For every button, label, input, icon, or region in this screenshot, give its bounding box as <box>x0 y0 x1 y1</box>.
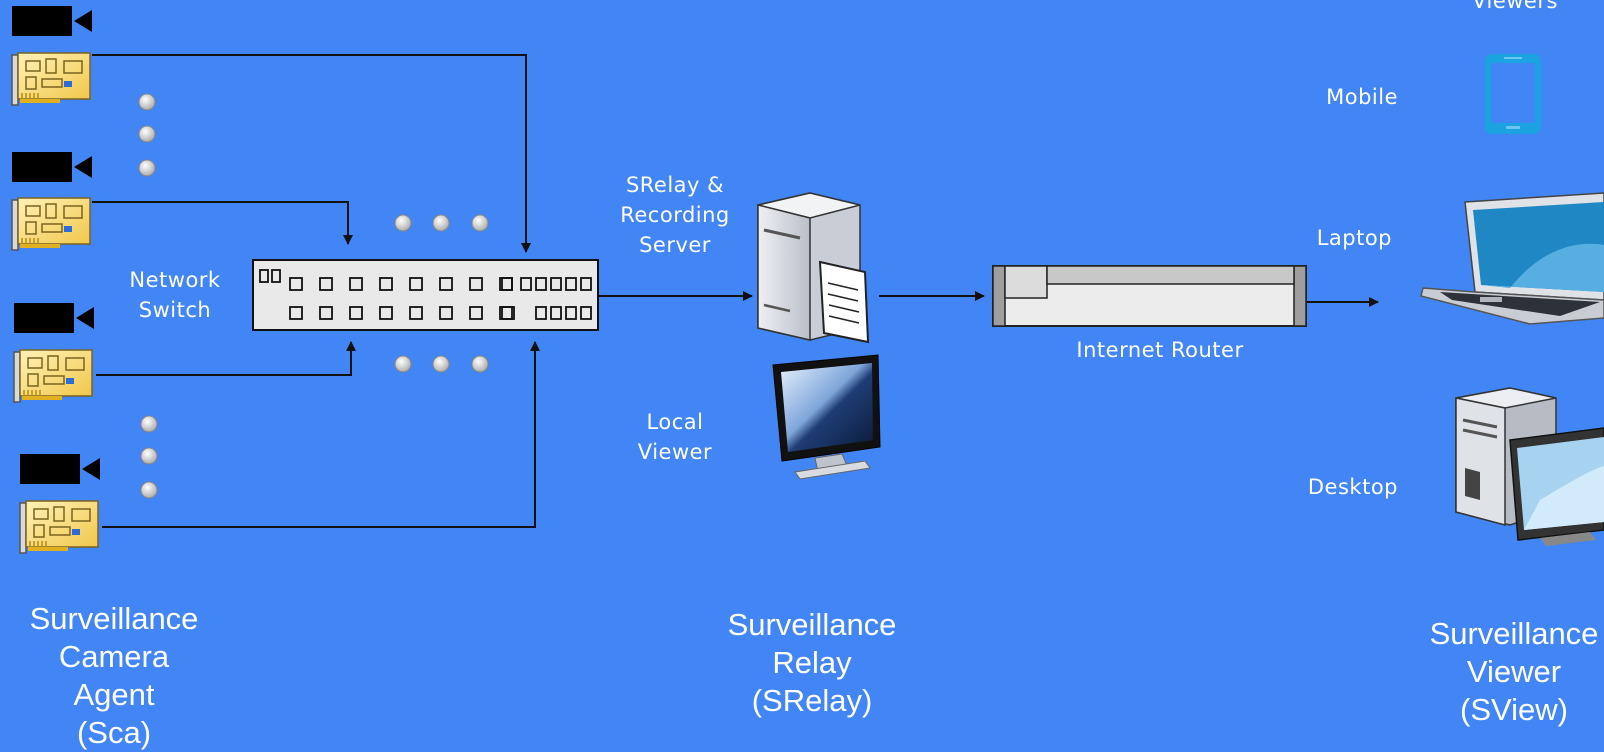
switch-port <box>535 277 547 291</box>
sca-title-line: Agent <box>73 677 155 712</box>
local-viewer-label: Local Viewer <box>620 407 730 467</box>
network-switch-label-line: Switch <box>138 298 212 322</box>
switch-port <box>550 277 562 291</box>
video-camera-icon <box>12 6 92 36</box>
monitor-icon <box>772 354 881 480</box>
srelay-section-title: Surveillance Relay (SRelay) <box>712 606 912 720</box>
sview-title-line: (SView) <box>1460 692 1568 727</box>
switch-port <box>501 277 513 291</box>
srelay-server-label-line: Server <box>639 233 711 257</box>
desktop-label: Desktop <box>1307 475 1398 499</box>
switch-port <box>289 277 303 291</box>
switch-port <box>520 277 532 291</box>
switch-port <box>379 306 393 320</box>
network-switch-label: Network Switch <box>115 265 235 325</box>
srelay-server-label: SRelay & Recording Server <box>605 170 745 260</box>
switch-port <box>550 306 562 320</box>
sca-title-line: Surveillance <box>29 601 199 636</box>
capture-card-icon <box>11 197 91 251</box>
switch-port <box>349 277 363 291</box>
network-switch-icon <box>252 259 599 331</box>
server-icon <box>757 192 870 344</box>
local-viewer-label-line: Local <box>646 410 704 434</box>
laptop-label: Laptop <box>1316 226 1392 250</box>
switch-port <box>379 277 393 291</box>
laptop-icon <box>1420 192 1604 325</box>
switch-port <box>501 306 515 320</box>
card1-to-switch-line <box>92 54 531 253</box>
video-camera-icon <box>20 454 100 484</box>
switch-port <box>319 306 333 320</box>
card3-to-switch-line <box>96 341 356 376</box>
switch-port <box>469 306 483 320</box>
switch-port <box>439 306 453 320</box>
switch-port <box>580 306 592 320</box>
srelay-server-label-line: Recording <box>620 203 730 227</box>
sview-section-title: Surveillance Viewer (SView) <box>1414 615 1604 729</box>
sview-title-line: Surveillance <box>1429 616 1599 651</box>
sca-section-title: Surveillance Camera Agent (Sca) <box>14 600 214 752</box>
capture-card-icon <box>13 349 93 403</box>
capture-card-icon <box>19 500 99 554</box>
srelay-title-line: Surveillance <box>727 607 897 642</box>
switch-port <box>289 306 303 320</box>
video-camera-icon <box>12 152 92 182</box>
switch-port <box>319 277 333 291</box>
switch-port <box>565 277 577 291</box>
local-viewer-label-line: Viewer <box>637 440 713 464</box>
srelay-title-line: Relay <box>772 645 852 680</box>
ellipsis-dots-icon <box>394 214 489 232</box>
switch-port <box>409 277 423 291</box>
connection-lines <box>92 54 1379 528</box>
sca-title-line: Camera <box>58 639 170 674</box>
mobile-label: Mobile <box>1326 85 1398 109</box>
tablet-icon <box>1485 54 1541 134</box>
srelay-title-line: (SRelay) <box>751 683 873 718</box>
network-switch-label-line: Network <box>129 268 221 292</box>
capture-card-icon <box>11 52 91 106</box>
ellipsis-dots-icon <box>140 415 158 499</box>
router-icon <box>992 265 1307 327</box>
switch-port <box>409 306 423 320</box>
card2-to-switch-line <box>92 201 353 245</box>
switch-port <box>439 277 453 291</box>
switch-port <box>565 306 577 320</box>
viewers-heading: Viewers <box>1472 0 1558 13</box>
video-camera-icon <box>14 303 94 333</box>
ellipsis-dots-icon <box>394 355 489 373</box>
desktop-computer-icon <box>1455 387 1604 546</box>
ellipsis-dots-icon <box>138 93 156 177</box>
switch-port <box>535 306 547 320</box>
srelay-server-label-line: SRelay & <box>625 173 725 197</box>
sca-title-line: (Sca) <box>76 715 152 750</box>
internet-router-label: Internet Router <box>1076 338 1244 362</box>
switch-port <box>349 306 363 320</box>
switch-port <box>580 277 592 291</box>
card4-to-switch-line <box>102 341 540 528</box>
switch-port <box>469 277 483 291</box>
sview-title-line: Viewer <box>1466 654 1562 689</box>
